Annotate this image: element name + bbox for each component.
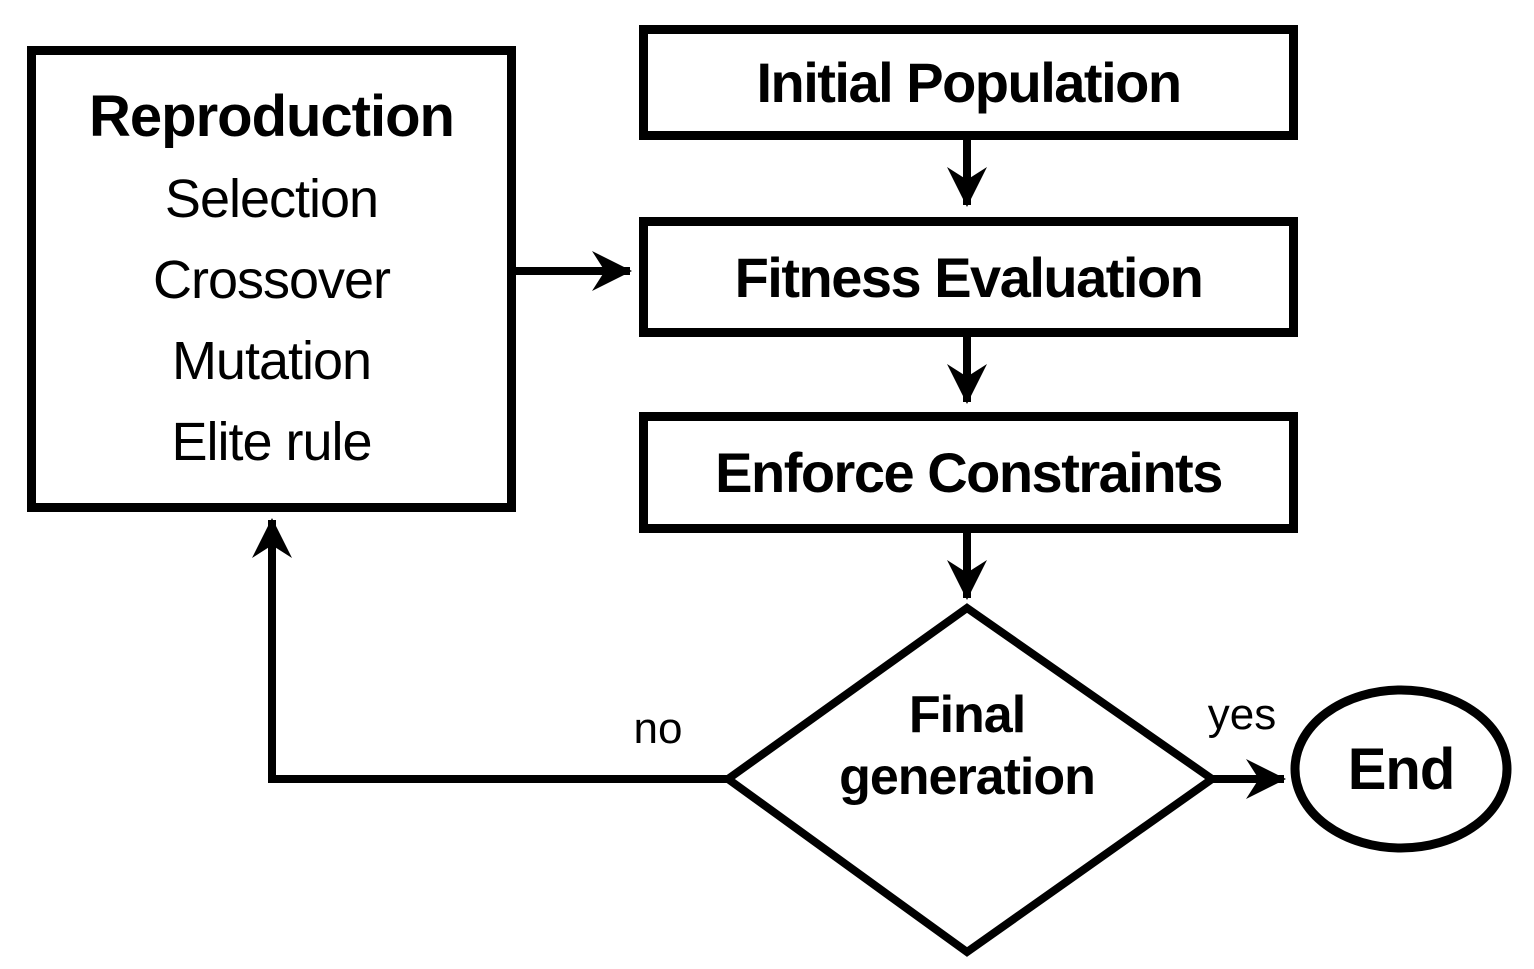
reproduction-title: Reproduction (89, 84, 455, 149)
reproduction-item-elite-rule: Elite rule (171, 412, 372, 472)
end-label: End (1347, 737, 1456, 802)
arrow-no-loop-icon (252, 518, 728, 783)
decision-diamond (721, 603, 1219, 957)
decision-label-line1: Final (908, 686, 1026, 744)
end-ellipse (1290, 685, 1512, 853)
no-branch-label: no (633, 704, 683, 753)
fitness-evaluation-label: Fitness Evaluation (734, 245, 1204, 309)
enforce-constraints-box: Enforce Constraints (639, 412, 1298, 533)
reproduction-box: Reproduction Selection Crossover Mutatio… (27, 46, 516, 512)
initial-population-box: Initial Population (639, 25, 1298, 140)
decision-label: Final generation (767, 684, 1167, 808)
fitness-evaluation-box: Fitness Evaluation (639, 217, 1298, 337)
decision-label-line2: generation (839, 748, 1096, 806)
enforce-constraints-label: Enforce Constraints (715, 441, 1223, 504)
yes-branch-label: yes (1207, 690, 1277, 739)
reproduction-item-mutation: Mutation (171, 331, 372, 391)
initial-population-label: Initial Population (756, 51, 1182, 114)
reproduction-item-selection: Selection (164, 169, 379, 229)
reproduction-item-crossover: Crossover (152, 250, 391, 310)
